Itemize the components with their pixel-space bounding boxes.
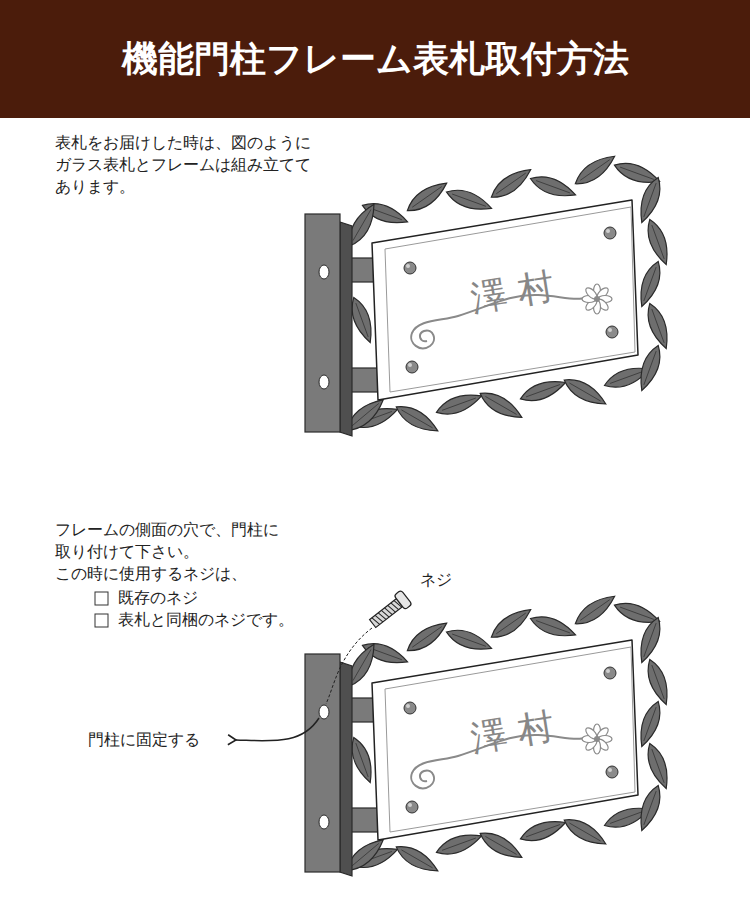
leader-line bbox=[326, 628, 372, 704]
note-text: 取り付けて下さい。 bbox=[55, 542, 199, 561]
note-text: あります。 bbox=[55, 177, 135, 196]
note-text: ガラス表札とフレームは組み立てて bbox=[55, 155, 311, 174]
screw-symbol bbox=[367, 590, 412, 631]
leader-arrow bbox=[236, 718, 319, 741]
note-text: 表札をお届けした時は、図のように bbox=[55, 133, 311, 152]
note-text: フレームの側面の穴で、門柱に bbox=[55, 520, 279, 539]
page-title: 機能門柱フレーム表札取付方法 bbox=[0, 0, 750, 118]
title-bar bbox=[0, 0, 750, 118]
frame-illustration bbox=[305, 590, 673, 877]
checkbox bbox=[95, 614, 108, 627]
glass-nameplate: 澤村 bbox=[365, 195, 645, 405]
glass-nameplate: 澤村 bbox=[365, 635, 645, 845]
option-text: 既存のネジ bbox=[118, 588, 198, 607]
frame-illustration bbox=[305, 150, 673, 437]
callout-label: 門柱に固定する bbox=[88, 730, 200, 749]
checkbox bbox=[95, 592, 108, 605]
part-label: ネジ bbox=[420, 570, 452, 589]
option-text: 表札と同梱のネジです。 bbox=[118, 610, 294, 629]
note-text: この時に使用するネジは、 bbox=[55, 564, 247, 583]
